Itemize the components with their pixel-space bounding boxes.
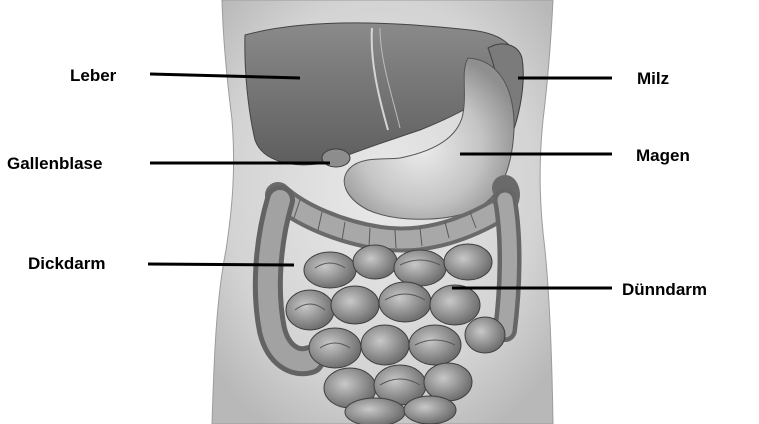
label-magen: Magen [636,147,690,164]
label-leber: Leber [70,67,116,84]
leader-line-dickdarm [148,264,294,265]
label-duenndarm: Dünndarm [622,281,707,298]
label-milz: Milz [637,70,669,87]
label-gallenblase: Gallenblase [7,155,102,172]
label-dickdarm: Dickdarm [28,255,105,272]
